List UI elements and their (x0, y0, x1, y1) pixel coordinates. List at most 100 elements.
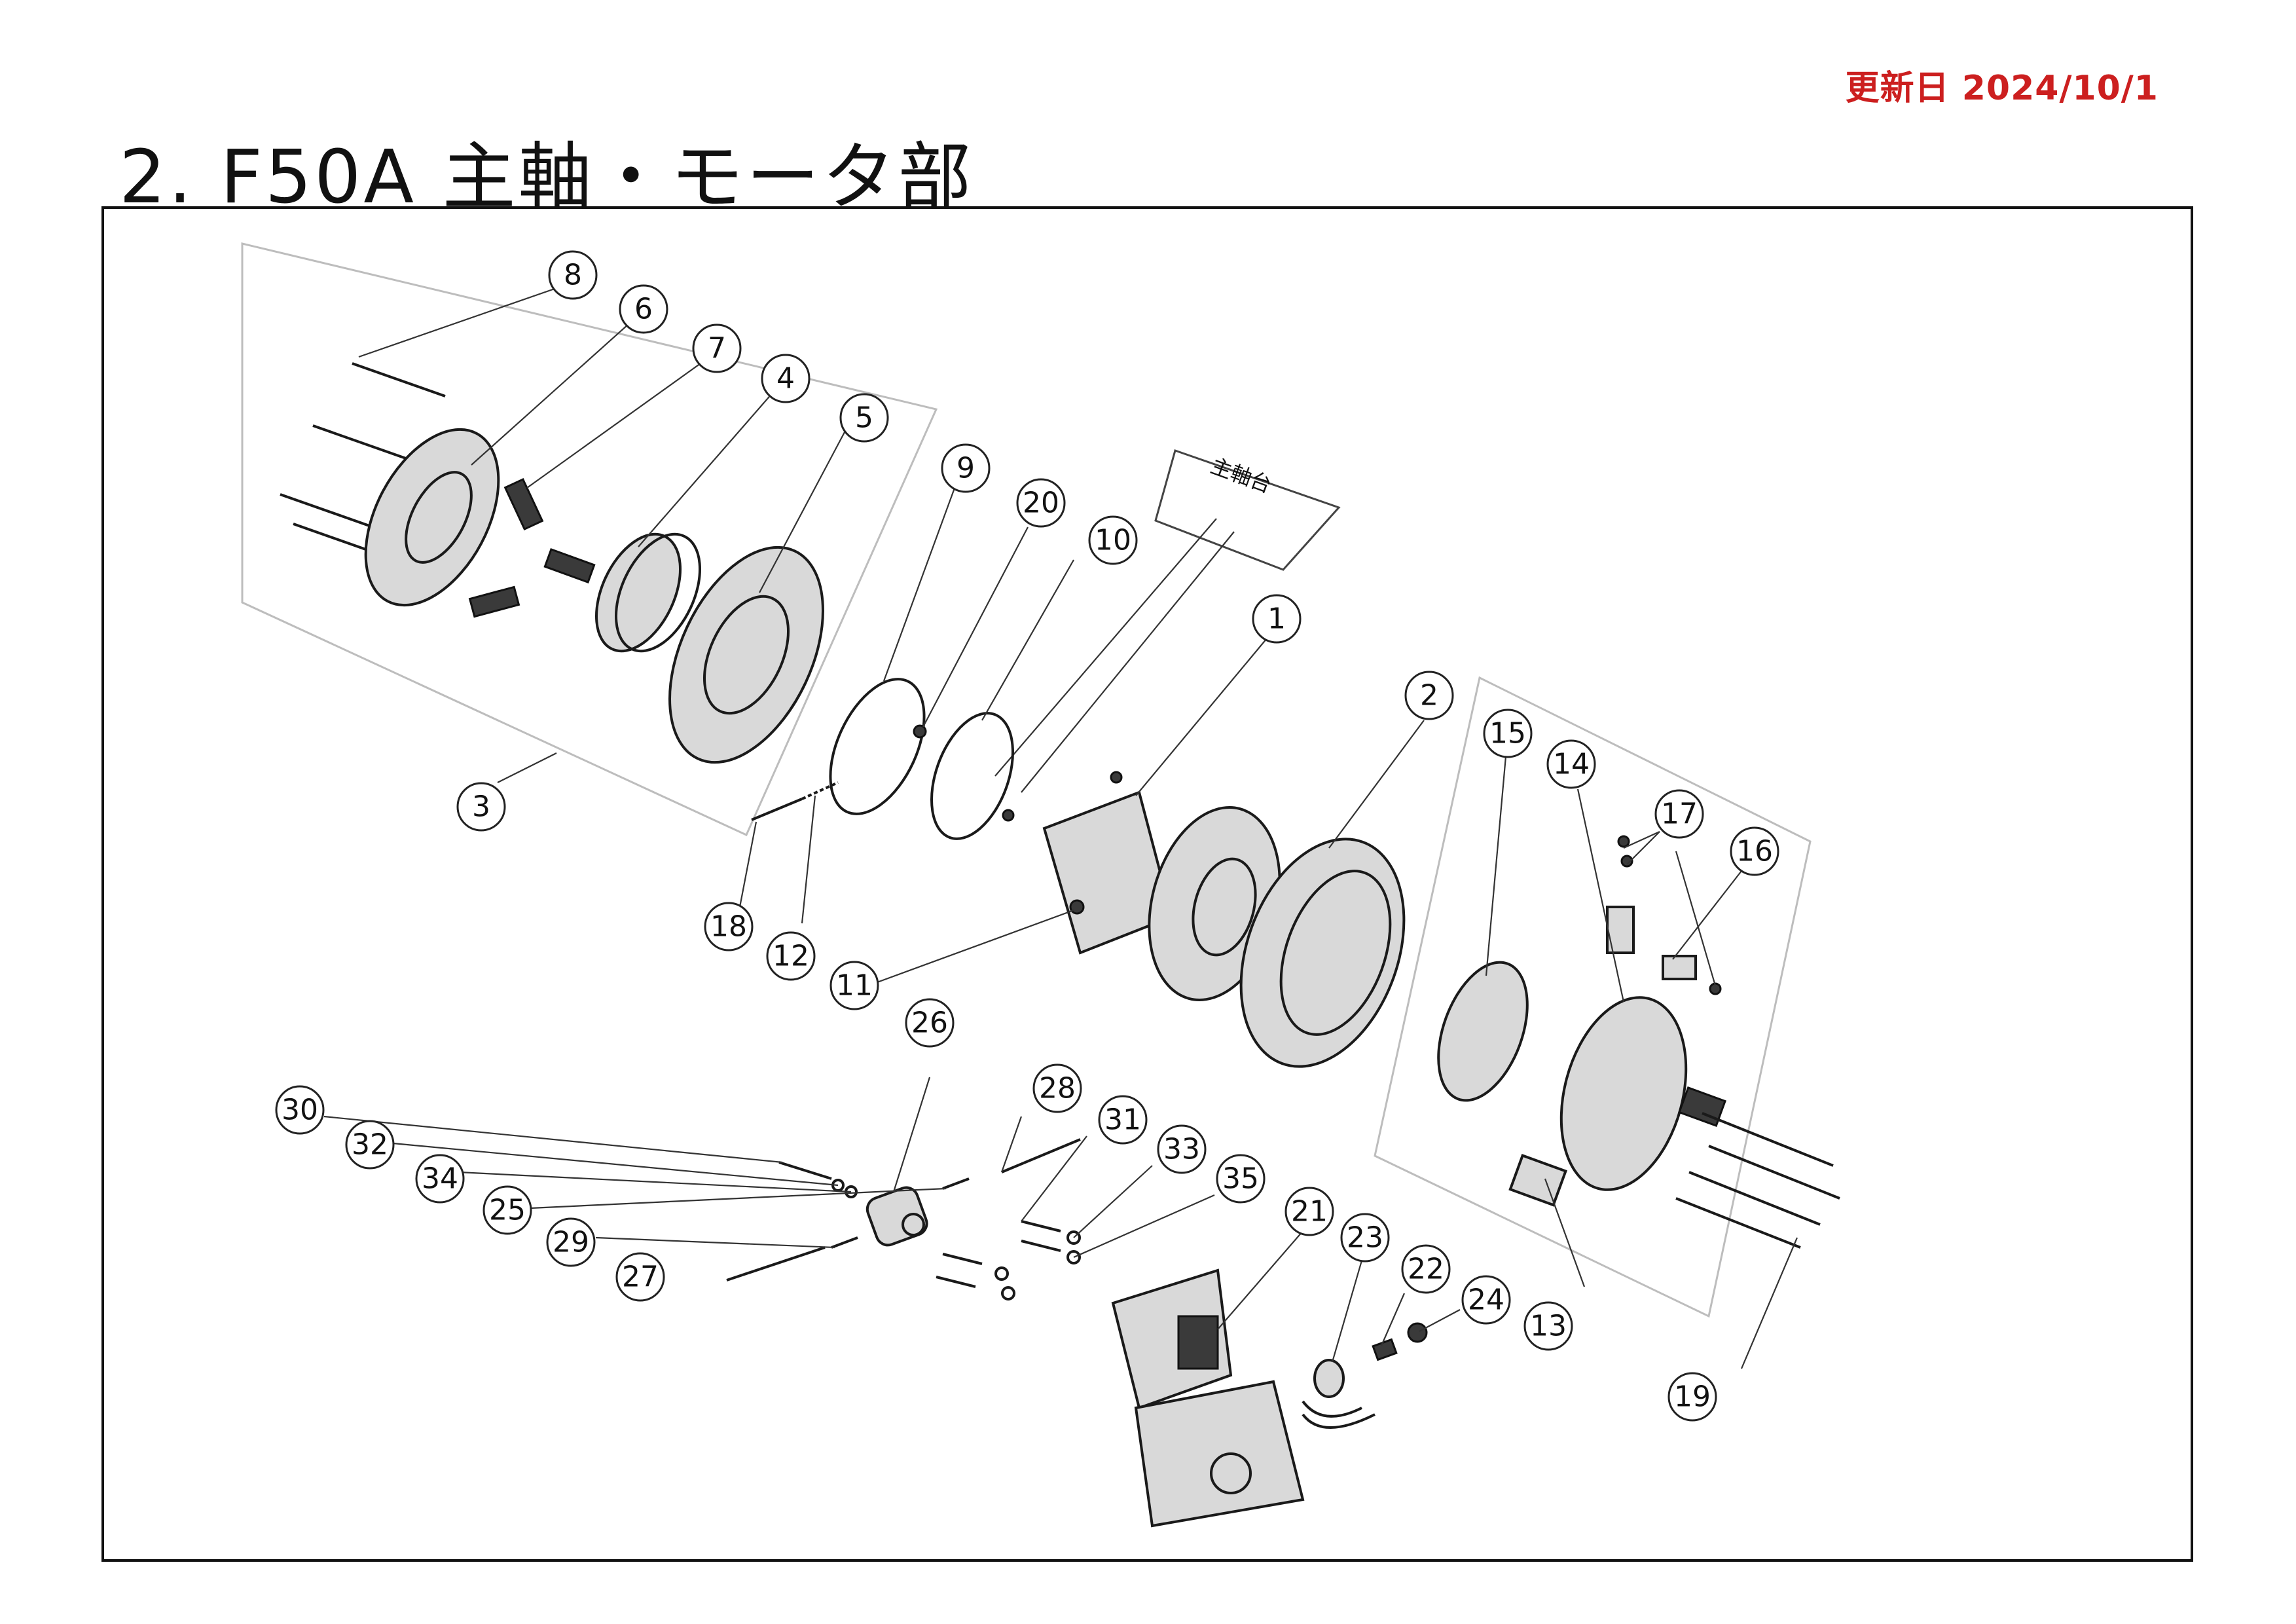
cam-wheel-5 (668, 545, 824, 764)
callout-35: 35 (1216, 1154, 1266, 1204)
washer-set-33 (994, 1230, 1081, 1301)
bolt-set-31 (936, 1220, 1061, 1288)
jaw-lower (1508, 1153, 1568, 1207)
svg-text:14: 14 (1553, 748, 1590, 781)
snap-ring-9 (829, 678, 926, 815)
svg-text:32: 32 (352, 1128, 388, 1162)
callout-33: 33 (1157, 1124, 1207, 1174)
screw-25 (942, 1177, 970, 1190)
svg-text:31: 31 (1104, 1103, 1141, 1137)
svg-text:5: 5 (855, 401, 873, 435)
callout-30: 30 (275, 1085, 325, 1135)
cover-2 (1239, 838, 1406, 1068)
callout-8: 8 (548, 250, 598, 300)
svg-text:9: 9 (957, 452, 975, 485)
svg-text:1: 1 (1267, 602, 1286, 636)
callout-12: 12 (766, 931, 816, 981)
spring-12 (801, 781, 839, 800)
callout-7: 7 (692, 323, 742, 373)
svg-text:21: 21 (1291, 1195, 1328, 1228)
callout-3: 3 (456, 782, 506, 832)
bushing-23 (1302, 1359, 1376, 1429)
svg-text:33: 33 (1163, 1133, 1200, 1166)
screw-17a (1617, 835, 1630, 848)
callout-23: 23 (1340, 1213, 1390, 1263)
cap-24 (1407, 1322, 1428, 1343)
callout-34: 34 (415, 1154, 465, 1204)
screw-top (1110, 771, 1123, 784)
callout-9: 9 (941, 443, 991, 493)
svg-text:19: 19 (1674, 1380, 1711, 1414)
svg-text:2: 2 (1420, 679, 1438, 712)
callout-15: 15 (1483, 709, 1533, 758)
screw-29 (831, 1236, 858, 1249)
motor-21 (1111, 1268, 1305, 1528)
callout-26: 26 (905, 998, 955, 1048)
screw-11 (1069, 899, 1085, 915)
callout-1: 1 (1252, 594, 1302, 644)
callout-21: 21 (1285, 1187, 1334, 1236)
svg-text:12: 12 (773, 940, 809, 973)
svg-text:18: 18 (710, 910, 747, 944)
svg-text:3: 3 (472, 790, 490, 824)
leader-lines (323, 287, 1798, 1369)
callout-6: 6 (619, 284, 668, 334)
callout-4: 4 (761, 354, 811, 403)
callout-28: 28 (1032, 1063, 1082, 1113)
callout-14: 14 (1546, 739, 1596, 789)
svg-text:22: 22 (1408, 1253, 1444, 1286)
page-title: 2. F50A 主軸・モータ部 (119, 135, 974, 220)
shaft-28 (1001, 1138, 1081, 1173)
svg-text:15: 15 (1489, 717, 1526, 750)
svg-text:26: 26 (911, 1006, 948, 1040)
svg-text:8: 8 (564, 259, 582, 292)
callout-29: 29 (546, 1217, 596, 1267)
svg-text:16: 16 (1736, 835, 1773, 868)
callout-20: 20 (1016, 478, 1066, 528)
svg-text:25: 25 (489, 1194, 526, 1227)
callout-13: 13 (1523, 1301, 1573, 1351)
callout-24: 24 (1461, 1275, 1511, 1325)
callout-25: 25 (483, 1185, 532, 1235)
group-outline-3 (241, 242, 938, 836)
ring-4 (594, 532, 702, 653)
callout-31: 31 (1098, 1095, 1148, 1145)
svg-text:17: 17 (1661, 798, 1698, 831)
callout-22: 22 (1401, 1244, 1451, 1294)
svg-text:6: 6 (634, 293, 653, 326)
group-outline-13 (1374, 676, 1812, 1318)
bolt-18 (751, 798, 803, 821)
svg-text:35: 35 (1222, 1162, 1259, 1196)
svg-text:10: 10 (1095, 524, 1131, 557)
svg-text:24: 24 (1468, 1283, 1504, 1317)
svg-text:27: 27 (622, 1261, 659, 1294)
callout-5: 5 (839, 393, 889, 443)
bolt-set-19 (1675, 1112, 1840, 1249)
callout-16: 16 (1730, 826, 1779, 876)
svg-text:4: 4 (776, 362, 795, 396)
screw-left (1002, 809, 1015, 822)
svg-text:13: 13 (1530, 1310, 1567, 1343)
callout-27: 27 (615, 1252, 665, 1302)
ring-10 (930, 712, 1014, 840)
callout-18: 18 (704, 902, 754, 951)
disc-15 (1437, 961, 1529, 1102)
svg-text:20: 20 (1023, 487, 1059, 520)
rod-27 (726, 1246, 826, 1282)
encoder-housing-26 (866, 1186, 928, 1247)
callout-32: 32 (345, 1120, 395, 1170)
brush-22 (1372, 1338, 1398, 1361)
chuck-body-14 (1559, 996, 1726, 1191)
callout-19: 19 (1667, 1372, 1717, 1422)
jaw-16b (1662, 955, 1697, 980)
svg-text:28: 28 (1039, 1072, 1076, 1105)
svg-text:11: 11 (836, 969, 873, 1003)
callout-10: 10 (1088, 515, 1138, 565)
flange-6 (364, 428, 500, 607)
bolt-30 (778, 1161, 832, 1180)
pin-20 (913, 724, 927, 739)
screw-17b (1620, 855, 1633, 868)
diagram-frame (101, 206, 2193, 1562)
svg-text:34: 34 (422, 1162, 458, 1196)
